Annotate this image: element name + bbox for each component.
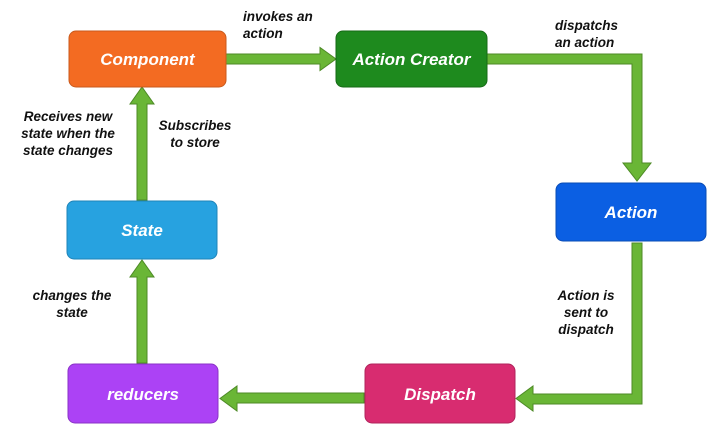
node-reducers: reducers	[67, 363, 219, 424]
node-state-label: State	[121, 221, 163, 240]
edge-label-line: to store	[170, 135, 220, 150]
edge-label-line: changes the	[33, 288, 112, 303]
edge-label-line: dispatchs	[555, 18, 619, 33]
node-action-label: Action	[604, 203, 658, 222]
node-state: State	[66, 200, 218, 260]
arrow-dispatch-to-reducers	[219, 385, 365, 412]
edge-label-line: sent to	[564, 305, 608, 320]
node-component-label: Component	[100, 50, 196, 69]
node-reducers-label: reducers	[107, 385, 179, 404]
arrow-action-creator-to-action	[486, 53, 653, 182]
edge-label-subscribes-to-store: Subscribes to store	[159, 118, 232, 150]
edge-label-receives-new-state: Receives new state when the state change…	[21, 109, 115, 158]
edge-label-dispatchs-an-action: dispatchs an action	[555, 18, 619, 50]
arrow-action-to-dispatch	[515, 242, 643, 412]
arrow-component-to-action-creator	[225, 46, 337, 72]
edge-label-line: an action	[555, 35, 614, 50]
node-action-creator: Action Creator	[335, 30, 488, 88]
node-action-creator-label: Action Creator	[351, 50, 471, 69]
node-component: Component	[68, 30, 227, 88]
arrow-reducers-to-state	[129, 259, 155, 364]
edge-label-line: invokes an	[243, 9, 313, 24]
edge-label-invokes-an-action: invokes an action	[243, 9, 313, 41]
arrows	[129, 46, 653, 412]
edge-label-line: state when the	[21, 126, 115, 141]
edge-label-changes-the-state: changes the state	[33, 288, 112, 320]
edge-label-line: Subscribes	[159, 118, 232, 133]
edge-label-line: state changes	[23, 143, 114, 158]
edge-label-line: Action is	[556, 288, 614, 303]
edge-label-line: state	[56, 305, 88, 320]
node-dispatch-label: Dispatch	[404, 385, 476, 404]
edge-label-action-is-sent-to-dispatch: Action is sent to dispatch	[556, 288, 614, 337]
arrow-state-to-component	[129, 86, 155, 201]
edge-label-line: action	[243, 26, 283, 41]
node-action: Action	[555, 182, 707, 242]
edge-label-line: Receives new	[24, 109, 114, 124]
edge-label-line: dispatch	[558, 322, 614, 337]
node-dispatch: Dispatch	[364, 363, 516, 424]
